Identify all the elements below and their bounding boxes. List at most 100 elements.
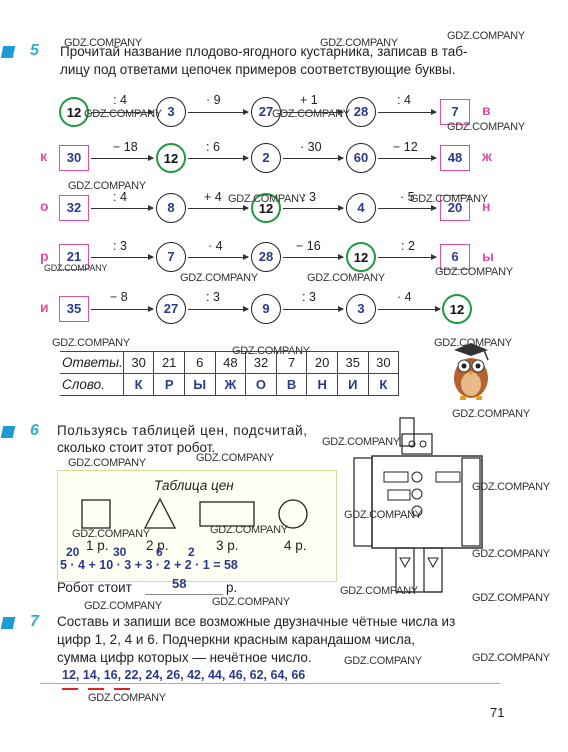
word-letter-cell: Р bbox=[153, 373, 185, 396]
task-5-text-line-2: лицу под ответами цепочек примеров соотв… bbox=[60, 62, 456, 77]
chain-2-op-4: − 12 bbox=[393, 140, 418, 154]
robot-illustration bbox=[353, 417, 483, 593]
watermark: GDZ.COMPANY bbox=[447, 121, 525, 133]
watermark: GDZ.COMPANY bbox=[472, 592, 550, 604]
chain-4-op-1: : 3 bbox=[113, 239, 127, 253]
chain-3-arrow-2 bbox=[188, 205, 249, 211]
chain-3-value-1: 8 bbox=[156, 193, 186, 223]
subtotal-2: 30 bbox=[113, 545, 127, 559]
chain-5-op-2: : 3 bbox=[206, 290, 220, 304]
chain-3-op-4: · 5 bbox=[400, 190, 415, 204]
chain-5-letter: и bbox=[40, 299, 49, 315]
word-letter-cell: Н bbox=[306, 373, 338, 396]
task-7-answer: 12, 14, 16, 22, 24, 26, 42, 44, 46, 62, … bbox=[62, 668, 306, 682]
chain-4-op-4: : 2 bbox=[401, 239, 415, 253]
watermark: GDZ.COMPANY bbox=[307, 272, 385, 284]
square-shape bbox=[81, 499, 111, 529]
task-6-marker bbox=[0, 426, 16, 438]
result-unit: р. bbox=[226, 580, 238, 595]
chain-2-arrow-1 bbox=[91, 155, 154, 161]
task-6-text-line-1: Пользуясь таблицей цен, подсчитай, bbox=[57, 423, 308, 438]
watermark: GDZ.COMPANY bbox=[68, 180, 146, 192]
watermark: GDZ.COMPANY bbox=[84, 108, 162, 120]
watermark: GDZ.COMPANY bbox=[64, 37, 142, 49]
chain-3-result: 20 bbox=[440, 195, 470, 221]
underline-12 bbox=[62, 688, 78, 690]
watermark: GDZ.COMPANY bbox=[180, 272, 258, 284]
chain-4-arrow-4 bbox=[378, 254, 437, 260]
underline-14 bbox=[114, 688, 130, 690]
chain-5-value-3: 3 bbox=[346, 294, 376, 324]
chain-1-end-letter: в bbox=[482, 102, 491, 118]
chain-2-arrow-2 bbox=[188, 155, 249, 161]
word-letter-cell: И bbox=[336, 373, 369, 396]
watermark: GDZ.COMPANY bbox=[52, 337, 130, 349]
chain-2-arrow-4 bbox=[378, 155, 437, 161]
chain-2-op-3: · 30 bbox=[300, 140, 322, 154]
calculation: 5 · 4 + 10 · 3 + 3 · 2 + 2 · 1 = 58 bbox=[60, 558, 238, 572]
subtotal-3: 6 bbox=[156, 545, 163, 559]
chain-2-start: 30 bbox=[59, 145, 89, 171]
page-number: 71 bbox=[490, 705, 505, 720]
answer-cell: 30 bbox=[367, 351, 400, 374]
watermark: GDZ.COMPANY bbox=[72, 528, 150, 540]
circle-shape bbox=[278, 499, 308, 529]
chain-2-end-letter: ж bbox=[482, 148, 492, 164]
answers-row: Ответы. 30 21 6 48 32 7 20 35 30 bbox=[60, 351, 400, 374]
chain-4-value-2: 28 bbox=[251, 242, 281, 272]
chain-1-op-2: · 9 bbox=[206, 93, 221, 107]
watermark: GDZ.COMPANY bbox=[447, 30, 525, 42]
answer-table: Ответы. 30 21 6 48 32 7 20 35 30 Слово. … bbox=[60, 351, 400, 396]
chain-1-value-2: 27 bbox=[251, 97, 281, 127]
chain-2-op-1: − 18 bbox=[113, 140, 138, 154]
watermark: GDZ.COMPANY bbox=[472, 652, 550, 664]
chain-4-arrow-2 bbox=[188, 254, 249, 260]
watermark: GDZ.COMPANY bbox=[272, 108, 350, 120]
watermark: GDZ.COMPANY bbox=[88, 692, 166, 704]
watermark: GDZ.COMPANY bbox=[340, 585, 418, 597]
result-label: Робот стоит bbox=[57, 580, 132, 595]
task-7-number: 7 bbox=[30, 613, 39, 630]
chain-3-arrow-3 bbox=[283, 205, 344, 211]
chain-1-arrow-4 bbox=[378, 109, 437, 115]
watermark: GDZ.COMPANY bbox=[344, 655, 422, 667]
answer-cell: 6 bbox=[183, 351, 216, 374]
chain-1-arrow-2 bbox=[188, 109, 249, 115]
task-5-text-line-1: Прочитай название плодово-ягодного куста… bbox=[60, 44, 468, 59]
task-7-text-line-1: Составь и запиши все возможные двузначны… bbox=[57, 614, 456, 629]
answer-cell: 48 bbox=[214, 351, 247, 374]
chain-4-arrow-3 bbox=[283, 254, 344, 260]
watermark: GDZ.COMPANY bbox=[435, 266, 513, 278]
word-letter-cell: В bbox=[275, 373, 308, 396]
chain-1-op-4: : 4 bbox=[397, 93, 411, 107]
chain-1-op-1: : 4 bbox=[113, 93, 127, 107]
price-table bbox=[57, 470, 337, 582]
chain-5-arrow-1 bbox=[91, 306, 154, 312]
chain-4-letter: р bbox=[40, 248, 49, 264]
chain-1-value-1: 3 bbox=[156, 97, 186, 127]
watermark: GDZ.COMPANY bbox=[452, 408, 530, 420]
chain-5-arrow-3 bbox=[283, 306, 344, 312]
watermark: GDZ.COMPANY bbox=[44, 263, 108, 273]
chain-2-value-3: 60 bbox=[346, 143, 376, 173]
price-circle: 4 р. bbox=[284, 538, 307, 553]
result-value: 58 bbox=[172, 576, 187, 591]
chain-4-value-1: 7 bbox=[156, 242, 186, 272]
chain-2-result: 48 bbox=[440, 145, 470, 171]
watermark: GDZ.COMPANY bbox=[84, 600, 162, 612]
watermark: GDZ.COMPANY bbox=[210, 524, 288, 536]
chain-3-op-2: + 4 bbox=[204, 190, 222, 204]
answer-cell: 21 bbox=[153, 351, 185, 374]
task-7-marker bbox=[0, 617, 16, 629]
chain-5-op-1: − 8 bbox=[110, 290, 128, 304]
watermark: GDZ.COMPANY bbox=[196, 452, 274, 464]
chain-1-op-3: + 1 bbox=[300, 93, 318, 107]
chain-3-arrow-1 bbox=[91, 205, 154, 211]
chain-4-start: 21 bbox=[59, 244, 89, 270]
word-label: Слово. bbox=[60, 373, 124, 396]
chain-4-arrow-1 bbox=[91, 254, 154, 260]
chain-5-result: 12 bbox=[442, 294, 472, 324]
watermark: GDZ.COMPANY bbox=[434, 337, 512, 349]
chain-3-value-3: 4 bbox=[346, 193, 376, 223]
word-row: Слово. К Р Ы Ж О В Н И К bbox=[60, 373, 400, 396]
